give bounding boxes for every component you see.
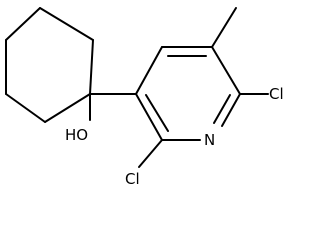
cyclohexane-ring (5, 7, 94, 123)
atom-label-cl-top: Cl (269, 85, 284, 103)
bond-pyridine-double-6 (145, 94, 169, 132)
atom-label-nitrogen: N (204, 131, 215, 149)
bond-pyridine-double-4 (213, 94, 231, 124)
atom-label-hydroxyl: HO (65, 126, 88, 144)
bond-cyclohexane-1 (39, 7, 94, 41)
pyridine-ring (135, 46, 241, 141)
bond-cl-bottom (138, 139, 163, 168)
bond-pyridine-3 (211, 46, 241, 95)
bond-cyclohexane-2 (89, 39, 94, 95)
bond-cyclohexane-4 (5, 93, 46, 123)
bond-methyl (211, 7, 237, 48)
bond-pyridine-6 (135, 93, 163, 141)
bond-pyridine-1 (135, 46, 163, 95)
bond-cyclohexane-3 (44, 93, 91, 123)
bond-cyclohexane-6 (5, 7, 41, 41)
bond-pyridine-4 (221, 93, 241, 127)
structure-drawing: Cl N HO Cl (5, 7, 284, 188)
molecule-diagram: Cl N HO Cl (5, 7, 284, 188)
atom-label-cl-bottom: Cl (125, 170, 140, 188)
